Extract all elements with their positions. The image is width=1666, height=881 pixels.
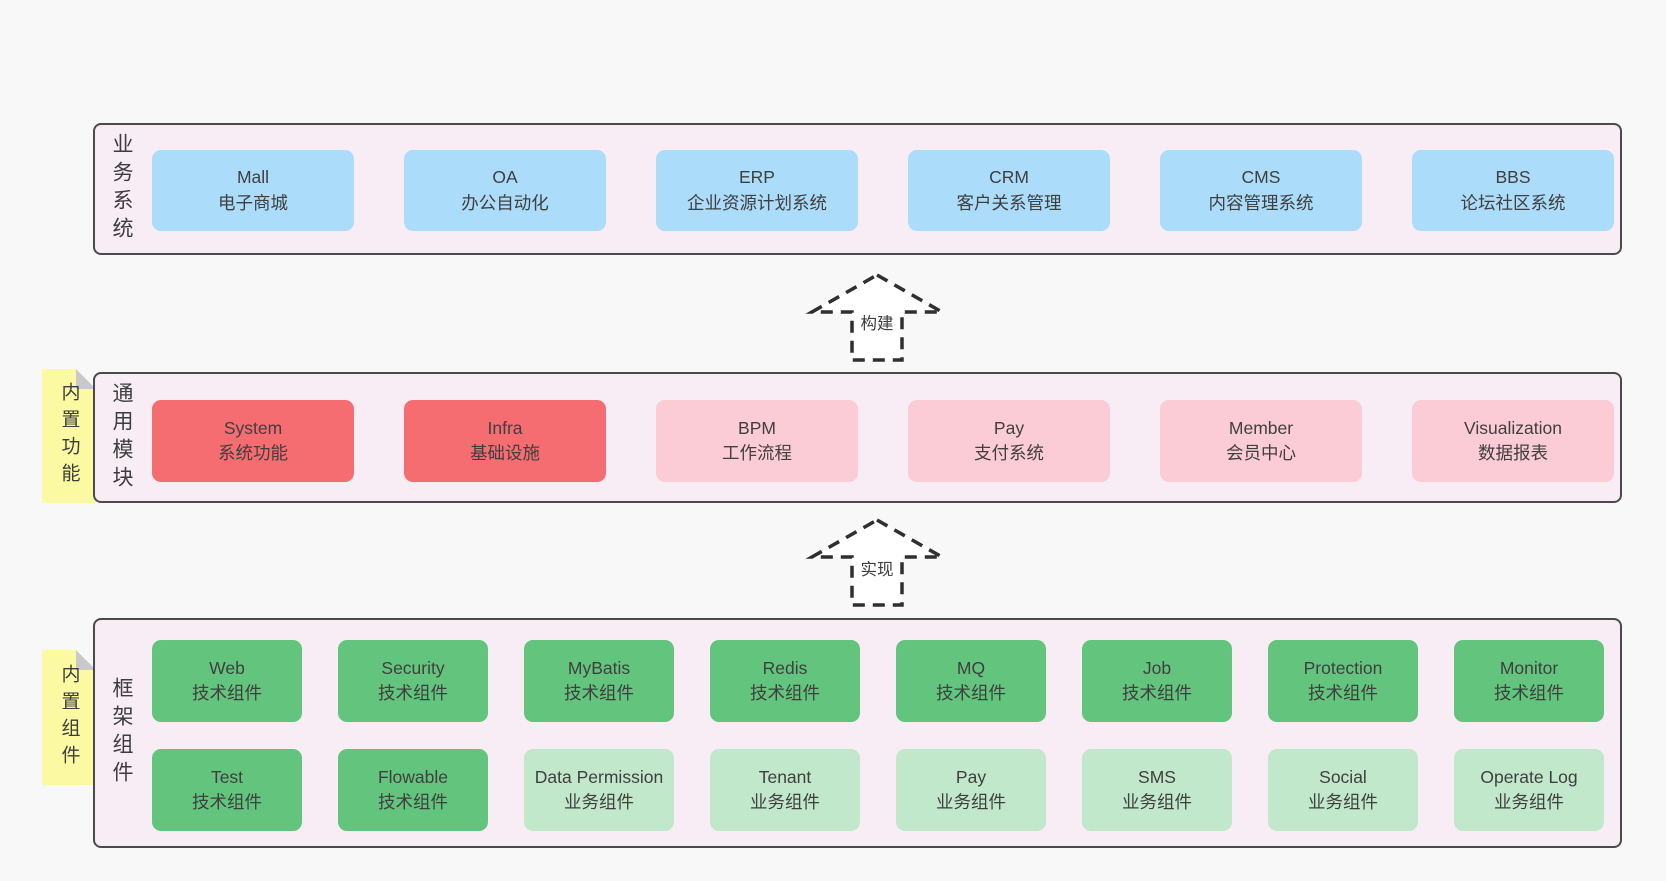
box-subtitle: 业务组件	[750, 792, 820, 812]
box-title: MQ	[956, 657, 986, 678]
box-title: Visualization	[1464, 417, 1562, 438]
box-title: Flowable	[377, 766, 449, 787]
box-subtitle: 业务组件	[936, 792, 1006, 812]
box-test: Test 技术组件	[152, 749, 302, 831]
box-title: Operate Log	[1480, 766, 1578, 787]
box-subtitle: 技术组件	[1122, 683, 1192, 703]
box-title: Member	[1228, 417, 1294, 438]
box-visualization: Visualization 数据报表	[1412, 400, 1614, 482]
box-pay-module: Pay 支付系统	[908, 400, 1110, 482]
box-title: ERP	[739, 167, 775, 188]
band-framework-components: 框架组件 Web 技术组件 Security 技术组件 MyBatis 技术组件…	[93, 618, 1622, 848]
box-subtitle: 技术组件	[750, 683, 820, 703]
box-mq: MQ 技术组件	[896, 640, 1046, 722]
sticky-label: 内置功能	[58, 382, 80, 490]
box-subtitle: 技术组件	[378, 683, 448, 703]
box-title: Protection	[1303, 657, 1383, 678]
box-title: Test	[210, 766, 244, 787]
box-subtitle: 论坛社区系统	[1460, 192, 1566, 213]
box-cms: CMS 内容管理系统	[1160, 150, 1362, 231]
box-redis: Redis 技术组件	[710, 640, 860, 722]
arrow-label-build: 构建	[857, 309, 897, 335]
box-title: CRM	[989, 167, 1029, 188]
box-protection: Protection 技术组件	[1268, 640, 1418, 722]
box-title: Job	[1142, 657, 1172, 678]
box-title: Infra	[487, 417, 523, 438]
band-business-systems: 业务系统 Mall 电子商城 OA 办公自动化 ERP 企业资源计划系统 CRM…	[93, 123, 1622, 255]
box-subtitle: 电子商城	[218, 192, 288, 213]
box-infra: Infra 基础设施	[404, 400, 606, 482]
box-title: Security	[381, 657, 445, 678]
box-flowable: Flowable 技术组件	[338, 749, 488, 831]
box-title: Redis	[762, 657, 808, 678]
box-social: Social 业务组件	[1268, 749, 1418, 831]
box-title: Web	[209, 657, 245, 678]
box-subtitle: 办公自动化	[461, 192, 549, 213]
box-subtitle: 业务组件	[1308, 792, 1378, 812]
box-title: Social	[1319, 766, 1367, 787]
band-label-common-modules: 通用模块	[110, 381, 133, 494]
box-pay-component: Pay 业务组件	[896, 749, 1046, 831]
box-title: OA	[492, 167, 518, 188]
box-subtitle: 内容管理系统	[1208, 192, 1314, 213]
arrow-label-implement: 实现	[857, 555, 897, 581]
box-subtitle: 企业资源计划系统	[687, 192, 827, 213]
box-bbs: BBS 论坛社区系统	[1412, 150, 1614, 231]
box-monitor: Monitor 技术组件	[1454, 640, 1604, 722]
box-subtitle: 技术组件	[192, 683, 262, 703]
box-title: BPM	[738, 417, 776, 438]
box-title: MyBatis	[567, 657, 631, 678]
box-title: Pay	[993, 417, 1025, 438]
box-subtitle: 系统功能	[218, 443, 288, 463]
band-label-framework-components: 框架组件	[110, 677, 133, 789]
box-subtitle: 技术组件	[1494, 683, 1564, 703]
box-subtitle: 支付系统	[974, 443, 1044, 463]
box-title: SMS	[1138, 766, 1176, 787]
box-data-permission: Data Permission 业务组件	[524, 749, 674, 831]
box-title: BBS	[1495, 167, 1531, 188]
band-common-modules: 通用模块 System 系统功能 Infra 基础设施 BPM 工作流程 Pay…	[93, 372, 1622, 503]
box-subtitle: 业务组件	[1122, 792, 1192, 812]
box-title: System	[223, 417, 283, 438]
box-erp: ERP 企业资源计划系统	[656, 150, 858, 231]
box-mall: Mall 电子商城	[152, 150, 354, 231]
box-sms: SMS 业务组件	[1082, 749, 1232, 831]
box-job: Job 技术组件	[1082, 640, 1232, 722]
box-operate-log: Operate Log 业务组件	[1454, 749, 1604, 831]
box-subtitle: 技术组件	[1308, 683, 1378, 703]
box-subtitle: 基础设施	[470, 443, 540, 463]
box-subtitle: 技术组件	[192, 792, 262, 812]
box-mybatis: MyBatis 技术组件	[524, 640, 674, 722]
box-subtitle: 会员中心	[1226, 443, 1296, 463]
box-member: Member 会员中心	[1160, 400, 1362, 482]
box-system: System 系统功能	[152, 400, 354, 482]
box-subtitle: 数据报表	[1478, 443, 1548, 463]
box-bpm: BPM 工作流程	[656, 400, 858, 482]
box-subtitle: 客户关系管理	[956, 192, 1062, 213]
box-security: Security 技术组件	[338, 640, 488, 722]
box-title: Mall	[236, 167, 270, 188]
box-tenant: Tenant 业务组件	[710, 749, 860, 831]
box-subtitle: 业务组件	[1494, 792, 1564, 812]
box-title: Pay	[955, 766, 987, 787]
box-subtitle: 技术组件	[936, 683, 1006, 703]
box-crm: CRM 客户关系管理	[908, 150, 1110, 231]
sticky-note-builtin-features: 内置功能	[42, 369, 96, 503]
box-title: Data Permission	[534, 766, 664, 787]
box-subtitle: 技术组件	[564, 683, 634, 703]
band-label-business-systems: 业务系统	[110, 133, 133, 245]
box-subtitle: 技术组件	[378, 792, 448, 812]
box-subtitle: 工作流程	[722, 443, 792, 463]
sticky-note-builtin-components: 内置组件	[42, 650, 96, 785]
box-title: CMS	[1241, 167, 1281, 188]
box-web: Web 技术组件	[152, 640, 302, 722]
sticky-label: 内置组件	[58, 663, 80, 772]
box-title: Monitor	[1499, 657, 1559, 678]
box-subtitle: 业务组件	[564, 792, 634, 812]
box-title: Tenant	[758, 766, 812, 787]
box-oa: OA 办公自动化	[404, 150, 606, 231]
